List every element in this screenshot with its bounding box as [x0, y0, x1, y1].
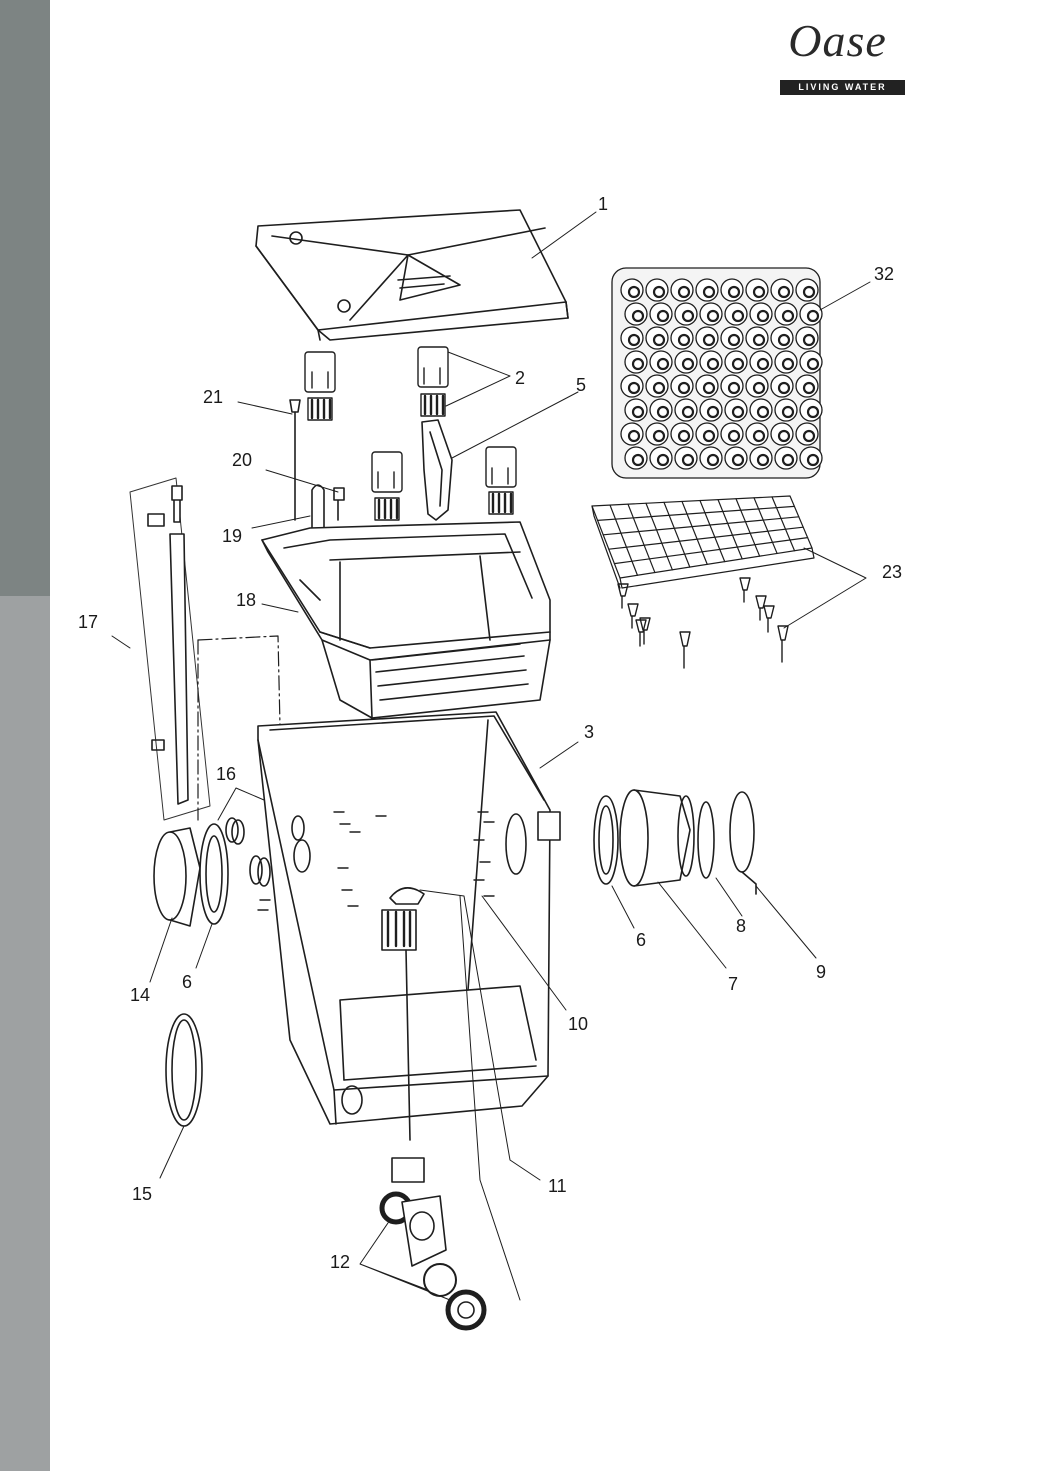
callout-14: 14 [130, 985, 151, 1005]
part-clamp-ring [165, 1013, 203, 1127]
part-tube [129, 477, 211, 821]
callout-15: 15 [132, 1184, 153, 1204]
callout-20: 20 [232, 450, 253, 470]
logo-tagline: LIVING WATER [798, 82, 887, 92]
callout-17: 17 [78, 612, 99, 632]
part-left-flanges [153, 817, 271, 927]
part-air-pins [289, 399, 345, 531]
callout-12: 12 [330, 1252, 351, 1272]
callout-6-right: 6 [636, 930, 647, 950]
part-bolts [257, 811, 495, 911]
part-spikes [617, 577, 789, 669]
part-clips [304, 346, 517, 521]
callout-23: 23 [882, 562, 903, 582]
callout-10: 10 [568, 1014, 589, 1034]
callout-7: 7 [728, 974, 739, 994]
callout-16: 16 [216, 764, 237, 784]
part-filter-balls [611, 267, 823, 479]
callout-18: 18 [236, 590, 257, 610]
callout-11: 11 [548, 1176, 567, 1196]
logo-bar [780, 80, 905, 95]
leader-lines [111, 211, 871, 1301]
callout-9: 9 [816, 962, 827, 982]
brand-logo: Oase LIVING WATER [770, 15, 905, 95]
callout-2: 2 [515, 368, 526, 388]
side-band-top [0, 0, 50, 596]
part-basket [261, 521, 551, 719]
callout-3: 3 [584, 722, 595, 742]
part-valve [381, 887, 425, 1141]
part-lid [255, 209, 569, 341]
callout-1: 1 [598, 194, 609, 214]
callout-5: 5 [576, 375, 587, 395]
callout-21: 21 [203, 387, 224, 407]
part-handle [421, 419, 453, 521]
part-right-flanges [593, 789, 757, 895]
assembly-line [197, 635, 281, 727]
part-grid-tray [591, 495, 815, 589]
part-drain [379, 1157, 487, 1331]
callout-8: 8 [736, 916, 747, 936]
callout-32: 32 [874, 264, 895, 284]
logo-wordmark: Oase [788, 15, 887, 66]
callout-19: 19 [222, 526, 243, 546]
callout-6-left: 6 [182, 972, 193, 992]
